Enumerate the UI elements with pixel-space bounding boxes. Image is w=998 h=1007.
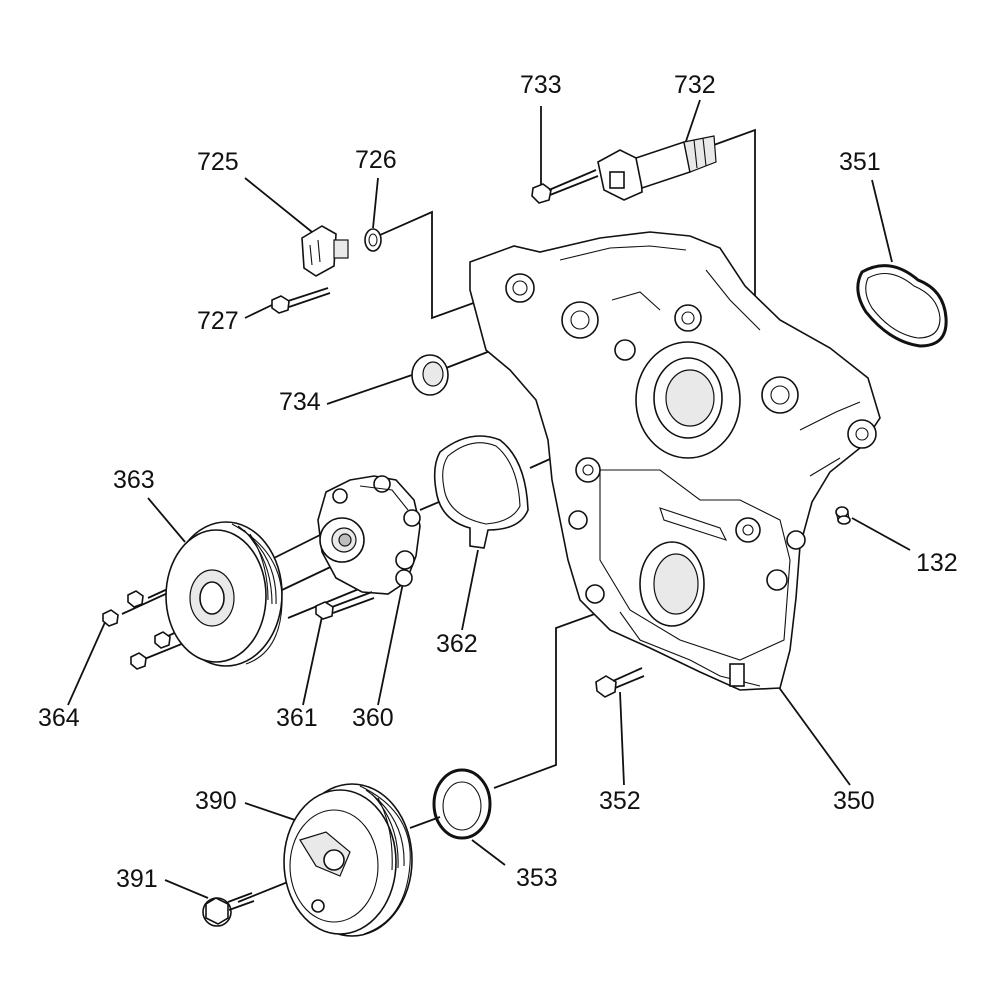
part-362-gasket <box>433 435 529 549</box>
callout-726: 726 <box>355 146 397 174</box>
part-732-sensor <box>597 135 717 201</box>
callout-353: 353 <box>516 864 558 892</box>
part-351-gasket <box>856 264 948 348</box>
part-390-balancer <box>283 783 413 937</box>
callout-733: 733 <box>520 71 562 99</box>
callout-732: 732 <box>674 71 716 99</box>
part-391-bolt <box>202 892 255 927</box>
callout-351: 351 <box>839 148 881 176</box>
callout-725: 725 <box>197 148 239 176</box>
part-734-seal <box>411 354 449 396</box>
part-132-dowel <box>835 506 851 525</box>
callout-132: 132 <box>916 549 958 577</box>
callout-364: 364 <box>38 704 80 732</box>
callout-363: 363 <box>113 466 155 494</box>
callout-727: 727 <box>197 307 239 335</box>
part-363-pump-pulley <box>165 521 283 667</box>
part-352-bolt <box>595 667 645 698</box>
part-727-bolt <box>271 287 331 314</box>
callout-391: 391 <box>116 865 158 893</box>
callout-390: 390 <box>195 787 237 815</box>
part-733-bolt <box>531 169 599 204</box>
part-364-bolts <box>102 590 171 670</box>
callout-734: 734 <box>279 388 321 416</box>
part-350-front-cover <box>469 231 881 691</box>
callout-361: 361 <box>276 704 318 732</box>
callout-360: 360 <box>352 704 394 732</box>
part-726-oring <box>364 228 382 252</box>
part-360-water-pump <box>317 475 421 595</box>
part-725-sensor <box>301 225 349 277</box>
part-361-bolt <box>315 591 375 620</box>
part-353-seal <box>432 768 492 840</box>
callout-352: 352 <box>599 787 641 815</box>
callout-362: 362 <box>436 630 478 658</box>
callout-350: 350 <box>833 787 875 815</box>
